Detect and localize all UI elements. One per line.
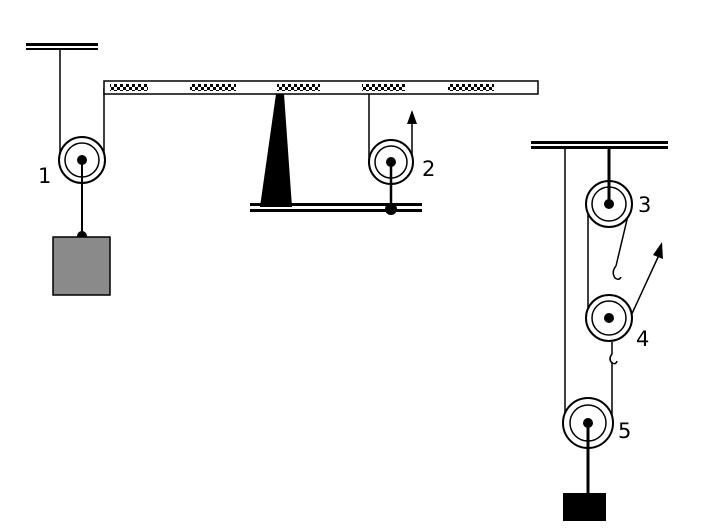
pulley-4-label: 4 [636,327,649,351]
pulley-4-arrow [653,242,663,259]
left-ceiling [26,43,98,50]
rope-4-pull [629,254,660,319]
right-ceiling [531,141,668,149]
pulley-2-label: 2 [422,157,435,181]
pulley-1-label: 1 [38,164,51,188]
lever-beam [103,80,539,95]
pulley-2-arrow [407,110,417,124]
grey-weight [52,236,111,296]
hook-3 [612,265,622,281]
hook-4 [609,342,618,365]
pulley-3-label: 3 [638,193,651,217]
pulley-2-anchor [385,203,397,215]
base-platform [250,203,422,212]
pulley-4 [585,294,633,342]
fulcrum [260,94,292,207]
black-weight [563,493,606,521]
pulley-5-label: 5 [618,419,631,443]
